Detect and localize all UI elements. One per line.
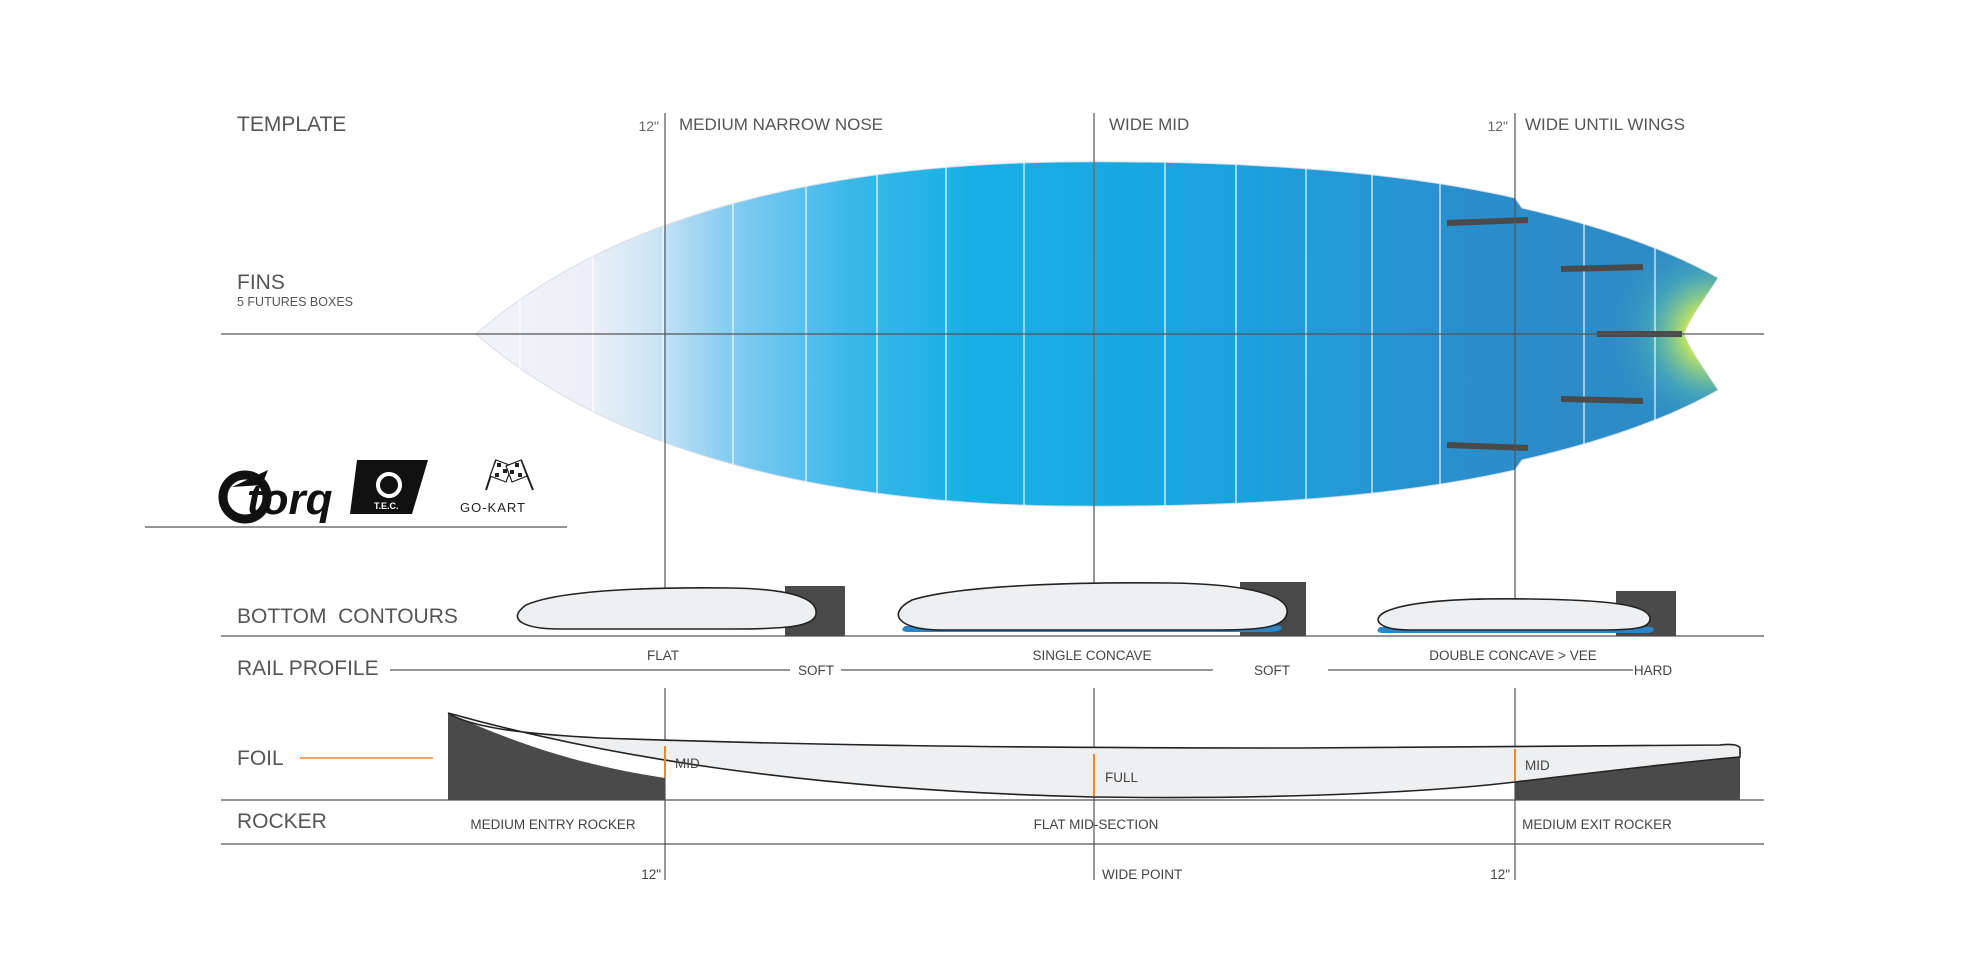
gokart-logo-text: GO-KART	[460, 500, 526, 515]
rocker-mid-label: FLAT MID-SECTION	[1034, 817, 1159, 832]
section-rail-profile-label: RAIL PROFILE	[237, 657, 379, 680]
contour-mid-label: SINGLE CONCAVE	[1032, 648, 1151, 663]
bottom-nose-12-inch-mark: 12"	[641, 867, 661, 882]
tec-logo-text: T.E.C.	[374, 501, 399, 511]
guide-lines	[145, 113, 1764, 880]
rail-tail-label: HARD	[1634, 663, 1673, 678]
template-mid-heading: WIDE MID	[1109, 115, 1189, 134]
foil-mid-label: FULL	[1105, 770, 1139, 785]
section-fins-sublabel: 5 FUTURES BOXES	[237, 295, 353, 309]
section-fins-label: FINS	[237, 271, 285, 294]
rail-nose-label: SOFT	[798, 663, 834, 678]
rocker-entry-label: MEDIUM ENTRY ROCKER	[470, 817, 636, 832]
section-template-label: TEMPLATE	[237, 113, 346, 136]
tec-logo: T.E.C.	[350, 460, 428, 514]
contour-nose-label: FLAT	[647, 648, 679, 663]
tail-12-inch-mark: 12"	[1487, 118, 1508, 134]
rail-mid-label: SOFT	[1254, 663, 1290, 678]
template-nose-heading: MEDIUM NARROW NOSE	[679, 115, 883, 134]
contour-nose-flat	[516, 586, 845, 636]
nose-12-inch-mark: 12"	[638, 118, 659, 134]
contour-tail-double-concave	[1377, 591, 1676, 636]
torq-logo-text: torq	[247, 475, 333, 524]
foil-nose-label: MID	[675, 756, 700, 771]
section-rocker-label: ROCKER	[237, 810, 327, 833]
foil-rocker-profile	[300, 712, 1741, 800]
foil-tail-label: MID	[1525, 758, 1550, 773]
fin-box-front-upper	[1446, 217, 1529, 226]
bottom-tail-12-inch-mark: 12"	[1490, 867, 1510, 882]
contour-mid-single-concave	[897, 582, 1306, 636]
fin-box-rear-lower	[1560, 396, 1644, 404]
board-template-outline	[475, 161, 1719, 507]
wide-point-label: WIDE POINT	[1102, 867, 1182, 882]
section-foil-label: FOIL	[237, 747, 284, 770]
contour-tail-label: DOUBLE CONCAVE > VEE	[1429, 648, 1596, 663]
section-bottom-contours-label: BOTTOM CONTOURS	[237, 605, 458, 628]
fin-box-rear-upper	[1560, 264, 1644, 272]
fin-box-front-lower	[1446, 442, 1529, 451]
rocker-exit-label: MEDIUM EXIT ROCKER	[1522, 817, 1672, 832]
checkered-flags-icon	[485, 459, 534, 491]
template-tail-heading: WIDE UNTIL WINGS	[1525, 115, 1685, 134]
gokart-logo: GO-KART	[460, 459, 534, 515]
torq-logo: torq	[218, 470, 333, 524]
